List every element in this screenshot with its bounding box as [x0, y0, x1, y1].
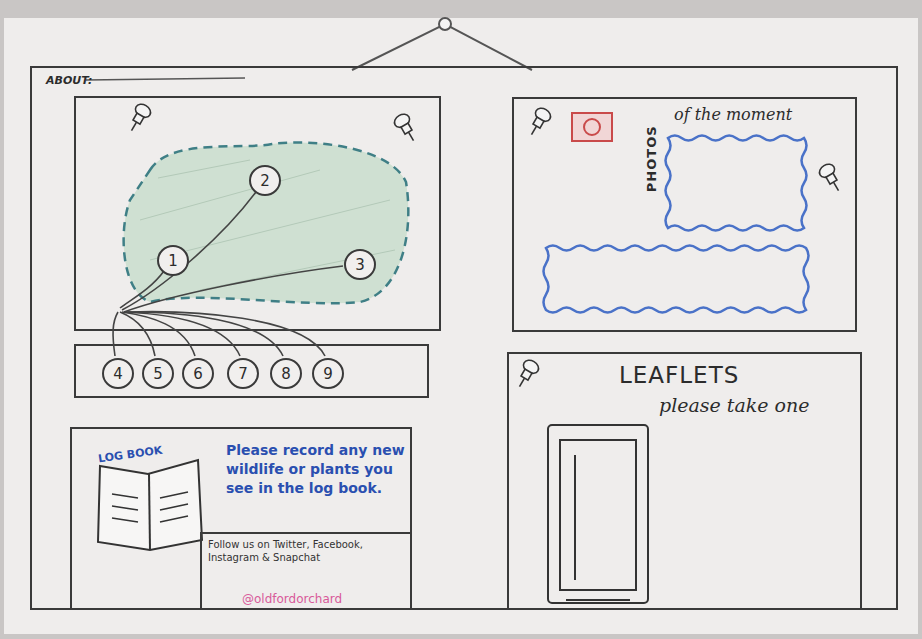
- instruction-note: Please record any new wildlife or plants…: [226, 441, 408, 498]
- map-area: [124, 143, 409, 304]
- callout-circle: 9: [312, 358, 344, 389]
- map-shading: [140, 160, 395, 290]
- notice-board: ABOUT: 1 2 3 456789 PHOTOS of the momentLEAFLE…: [30, 66, 898, 610]
- push-pin: [513, 358, 541, 391]
- callout-number: 4: [104, 360, 132, 387]
- hanging-string: [352, 24, 532, 70]
- callout-circle: 7: [227, 358, 259, 389]
- about-line: [86, 78, 245, 80]
- callout-circle: 4: [102, 358, 134, 389]
- panel-heading: LEAFLETS: [619, 362, 739, 390]
- photo-frame: [544, 246, 809, 313]
- push-pin: [525, 106, 553, 139]
- hanging-nail: [439, 18, 451, 30]
- callout-number: 9: [314, 360, 342, 387]
- panel-subheading: please take one: [659, 394, 810, 417]
- callout-circle: 1: [157, 245, 189, 276]
- push-pin: [817, 162, 845, 195]
- panel-subheading: of the moment: [674, 105, 792, 124]
- camera-icon: [572, 113, 612, 141]
- photo-frame: [666, 136, 807, 231]
- push-pin: [125, 102, 153, 135]
- callout-number: 8: [272, 360, 300, 387]
- leaflets-panel: LEAFLETS please take one: [507, 352, 862, 610]
- leader-lines: [113, 192, 343, 356]
- social-handle: @oldfordorchard: [242, 592, 342, 606]
- callout-number: 2: [251, 167, 279, 194]
- callout-circle: 8: [270, 358, 302, 389]
- callout-number: 3: [346, 251, 374, 278]
- callout-circle: 3: [344, 249, 376, 280]
- callout-number: 6: [184, 360, 212, 387]
- social-box: Follow us on Twitter, Facebook, Instagra…: [200, 532, 412, 610]
- callout-number: 1: [159, 247, 187, 274]
- callout-circle: 5: [142, 358, 174, 389]
- map-panel: [75, 97, 440, 330]
- callout-number: 7: [229, 360, 257, 387]
- callout-circle: 2: [249, 165, 281, 196]
- callout-circle: 6: [182, 358, 214, 389]
- push-pins: [125, 102, 846, 391]
- paper-sheet: [4, 18, 918, 634]
- push-pin: [392, 112, 420, 145]
- book-title: LOG BOOK: [97, 444, 163, 466]
- camera-lens: [584, 119, 600, 135]
- book-drawing: LOG BOOK: [92, 444, 207, 554]
- leaflet-holder: [548, 425, 648, 603]
- social-note: Follow us on Twitter, Facebook, Instagra…: [208, 538, 406, 564]
- about-label: ABOUT:: [46, 74, 92, 87]
- photos-panel: PHOTOS of the moment: [512, 97, 857, 332]
- number-strip: [75, 345, 428, 397]
- logbook-panel: Please record any new wildlife or plants…: [70, 427, 412, 610]
- callout-number: 5: [144, 360, 172, 387]
- panel-heading: PHOTOS: [644, 119, 660, 199]
